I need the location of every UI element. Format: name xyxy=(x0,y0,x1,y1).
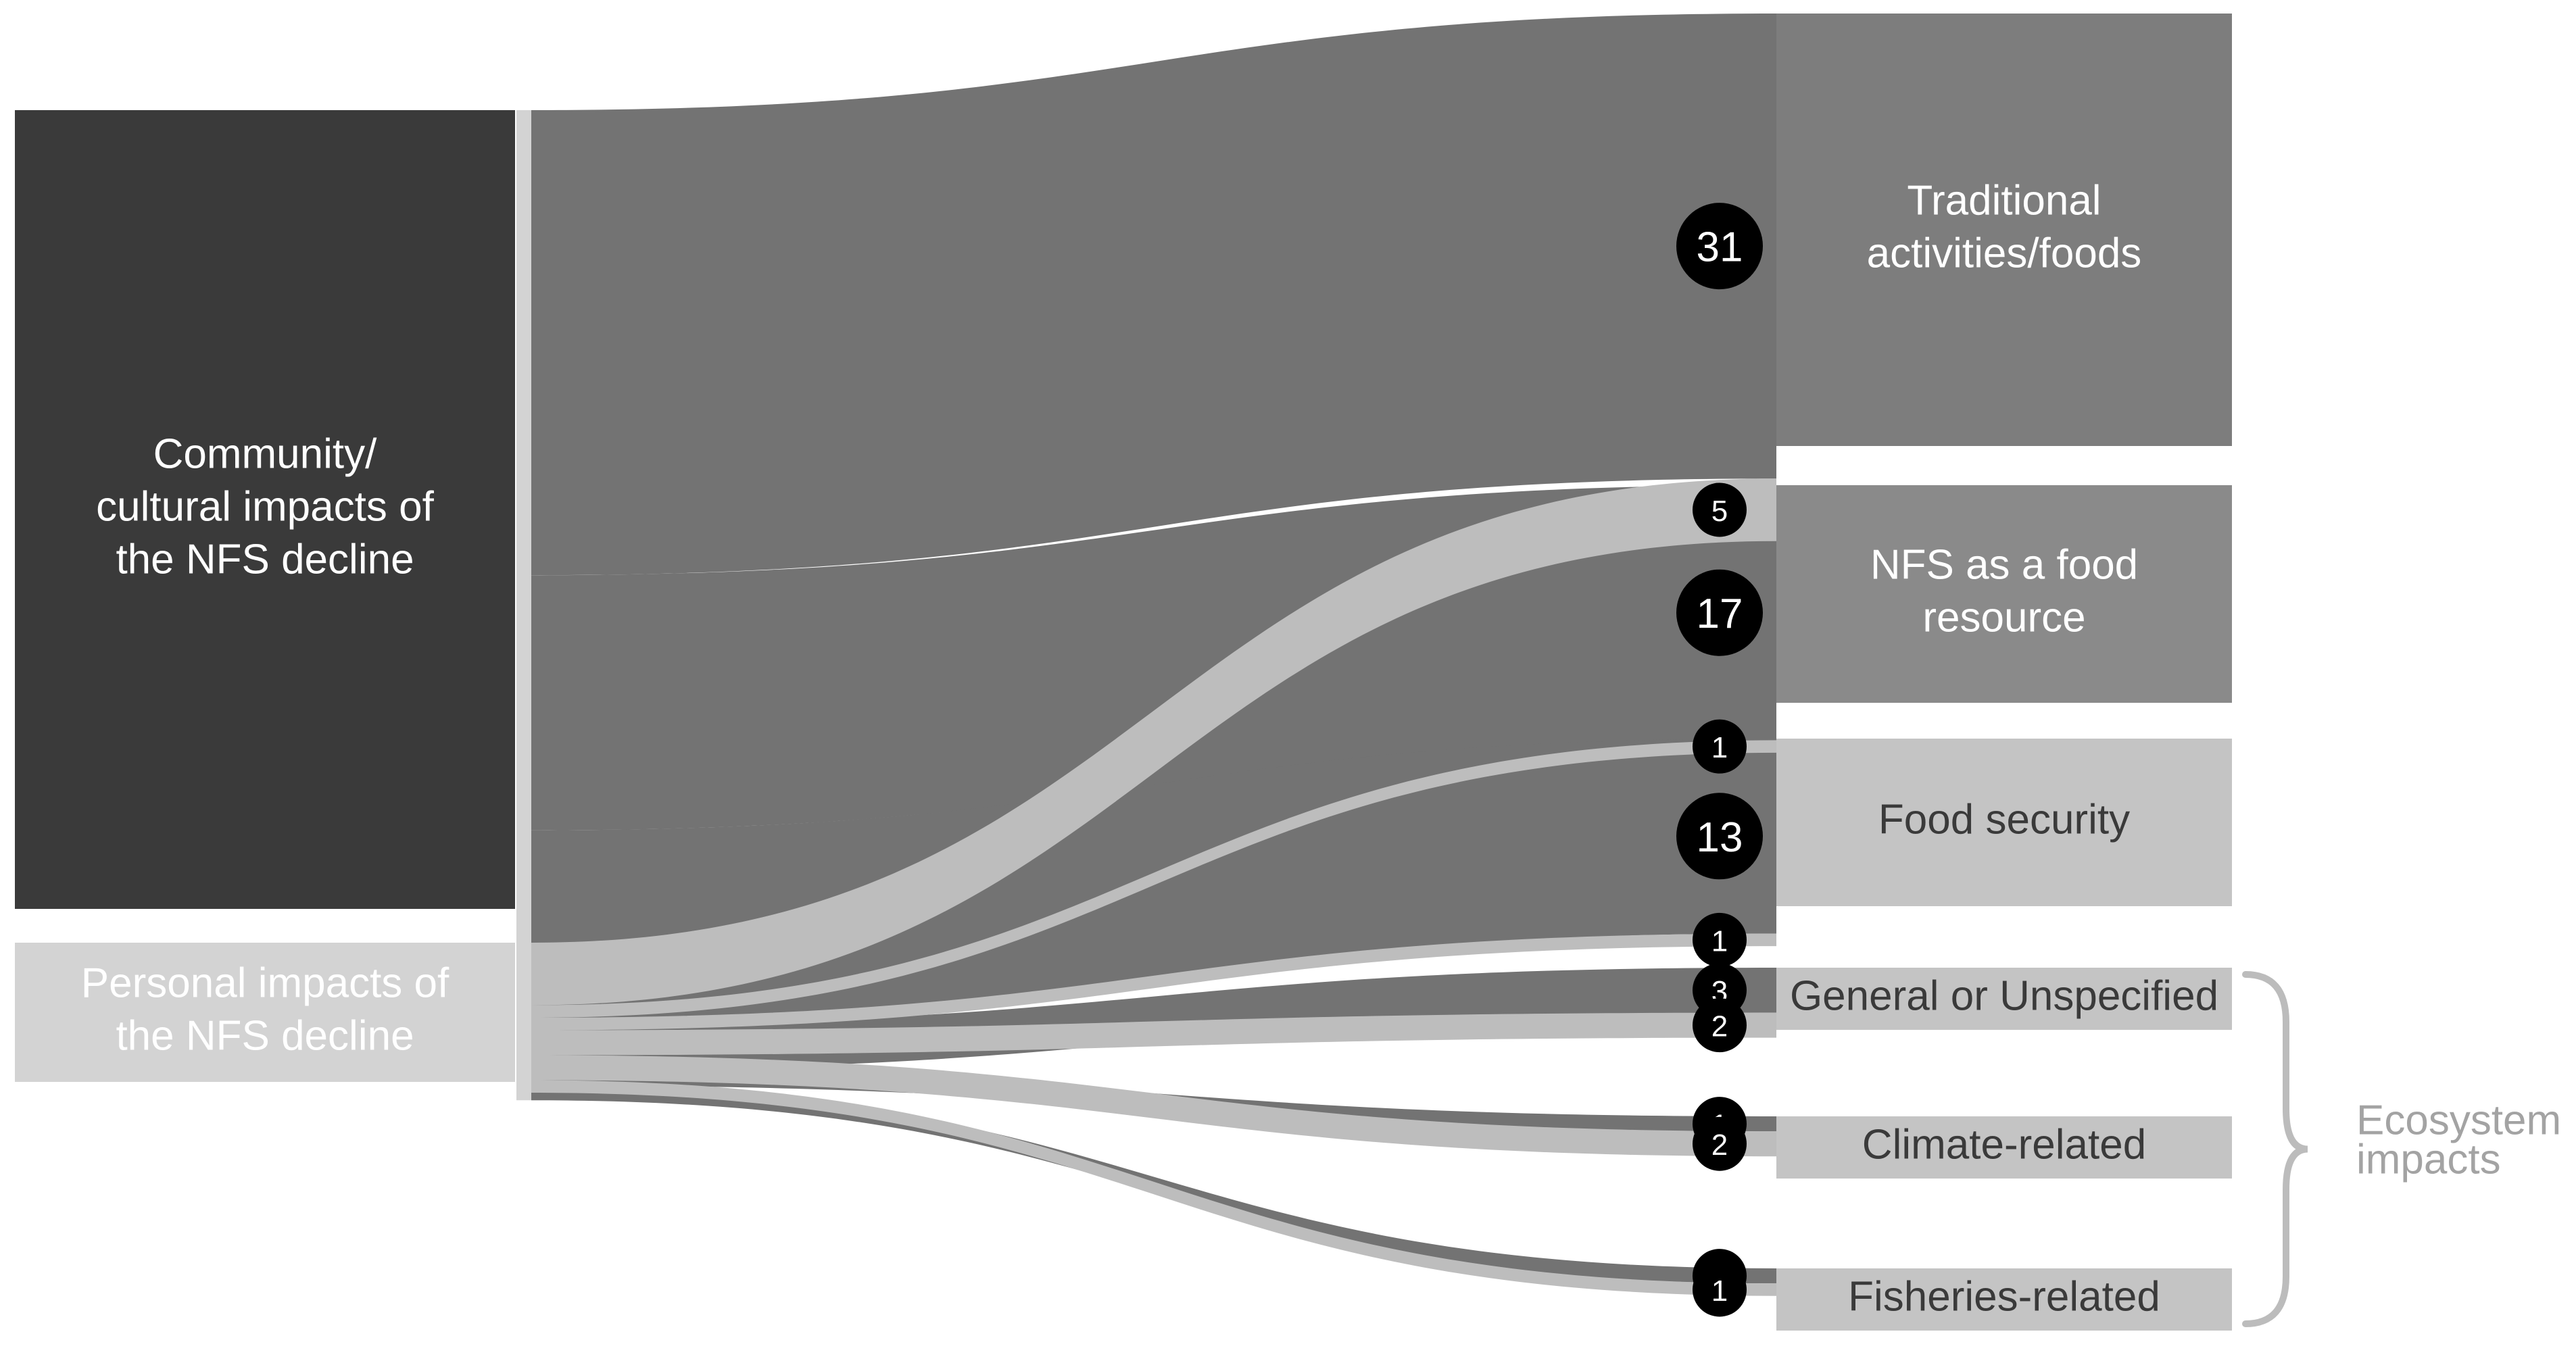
badge-circle xyxy=(1693,998,1747,1053)
badge-circle xyxy=(1693,912,1747,967)
badge-personal-to-food_resource: 1 xyxy=(1693,719,1747,774)
target-box-traditional xyxy=(1776,14,2232,446)
target-box-climate xyxy=(1776,1116,2232,1179)
target-box-food_resource xyxy=(1776,485,2232,703)
badge-community-to-traditional: 31 xyxy=(1676,203,1763,290)
links-layer xyxy=(531,14,1776,1296)
badge-personal-to-general: 2 xyxy=(1693,998,1747,1053)
source-node-personal: Personal impacts of the NFS decline xyxy=(15,943,515,1082)
target-label-food_resource-line-2: resource xyxy=(1922,594,2085,641)
target-node-food_security: Food security xyxy=(1776,739,2232,906)
target-label-food_security-line-1: Food security xyxy=(1878,796,2130,843)
source-bar-personal xyxy=(516,943,531,1093)
badge-circle xyxy=(1676,203,1763,290)
target-label-fisheries-line-1: Fisheries-related xyxy=(1848,1273,2160,1320)
badge-value: 2 xyxy=(1711,1010,1728,1043)
badge-circle xyxy=(1676,793,1763,880)
badge-personal-to-food_security: 1 xyxy=(1693,912,1747,967)
source-label-community-line-2: cultural impacts of xyxy=(96,483,434,530)
source-node-community: Community/cultural impacts of the NFS dec… xyxy=(15,110,515,909)
badge-value: 1 xyxy=(1711,924,1728,958)
link-personal-to-fisheries xyxy=(531,1080,1776,1296)
target-node-fisheries: Fisheries-related xyxy=(1776,1268,2232,1331)
ecosystem-label-line-1: Ecosystem xyxy=(2356,1097,2561,1144)
target-box-general xyxy=(1776,968,2232,1030)
badge-circle xyxy=(1676,569,1763,656)
source-label-community-line-1: Community/ xyxy=(153,430,378,477)
target-node-general: General or Unspecified xyxy=(1776,968,2232,1030)
link-personal-to-climate xyxy=(531,1055,1776,1157)
bars-layer xyxy=(516,110,531,1101)
source-label-personal-line-1: Personal impacts of xyxy=(81,960,449,1006)
badge-value: 1 xyxy=(1711,1274,1728,1308)
badge-value: 31 xyxy=(1697,224,1743,271)
source-box-personal xyxy=(15,943,515,1082)
link-personal-to-traditional xyxy=(531,478,1776,1006)
badge-value: 1 xyxy=(1711,731,1728,764)
badge-value: 2 xyxy=(1711,1129,1728,1162)
badge-value: 5 xyxy=(1711,495,1728,528)
badge-circle xyxy=(1693,482,1747,537)
badge-personal-to-traditional: 5 xyxy=(1693,482,1747,537)
target-box-food_security xyxy=(1776,739,2232,906)
target-node-climate: Climate-related xyxy=(1776,1116,2232,1179)
badge-personal-to-fisheries: 1 xyxy=(1693,1262,1747,1317)
badges-layer: 315171131321211 xyxy=(1676,203,1763,1317)
badge-circle xyxy=(1693,1262,1747,1317)
badge-personal-to-climate: 2 xyxy=(1693,1116,1747,1171)
target-label-traditional-line-1: Traditional xyxy=(1907,177,2101,224)
badge-value: 13 xyxy=(1697,814,1743,861)
badge-community-to-food_security: 13 xyxy=(1676,793,1763,880)
link-personal-to-general xyxy=(531,1012,1776,1056)
source-label-personal-line-2: the NFS decline xyxy=(116,1012,414,1059)
badge-circle xyxy=(1693,1116,1747,1171)
source-bar-community xyxy=(516,110,531,1101)
link-personal-to-food_resource xyxy=(531,740,1776,1018)
target-label-food_resource-line-1: NFS as a food xyxy=(1870,541,2138,588)
badge-value: 17 xyxy=(1697,591,1743,637)
target-label-general-line-1: General or Unspecified xyxy=(1790,972,2218,1019)
target-node-traditional: Traditional activities/foods xyxy=(1776,14,2232,446)
nodes-layer: Community/cultural impacts of the NFS dec… xyxy=(15,14,2232,1331)
badge-community-to-food_resource: 17 xyxy=(1676,569,1763,656)
target-label-traditional-line-2: activities/foods xyxy=(1867,230,2142,276)
target-label-climate-line-1: Climate-related xyxy=(1862,1121,2146,1168)
source-box-community xyxy=(15,110,515,909)
ecosystem-label-line-2: impacts xyxy=(2356,1137,2501,1183)
source-label-community-line-3: the NFS decline xyxy=(116,536,414,583)
target-box-fisheries xyxy=(1776,1268,2232,1331)
badge-circle xyxy=(1693,719,1747,774)
target-node-food_resource: NFS as a food resource xyxy=(1776,485,2232,703)
link-community-to-traditional xyxy=(531,14,1776,576)
link-personal-to-food_security xyxy=(531,933,1776,1031)
ecosystem-brace xyxy=(2242,971,2308,1327)
